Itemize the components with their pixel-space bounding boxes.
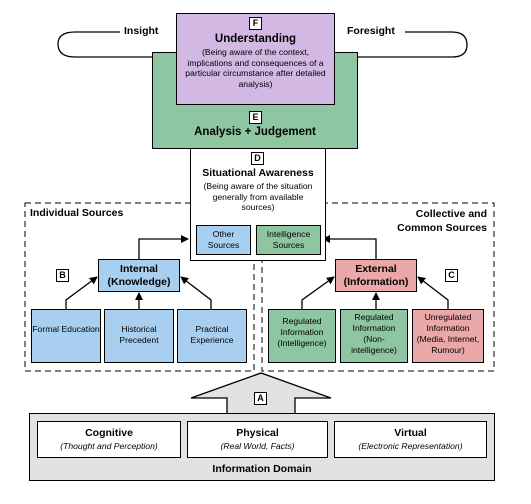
collective-sources-title: Collective and Common Sources xyxy=(397,208,487,234)
historical-precedent-label: Historical Precedent xyxy=(119,324,159,345)
regulated-nonintelligence-box: Regulated Information (Non-intelligence) xyxy=(340,309,408,363)
physical-title: Physical xyxy=(236,427,279,439)
virtual-box: Virtual (Electronic Representation) xyxy=(334,421,487,458)
situational-title: Situational Awareness xyxy=(202,167,314,179)
badge-c: C xyxy=(445,269,458,282)
information-domain-title: Information Domain xyxy=(212,463,312,475)
intelligence-sources-label: Intelligence Sources xyxy=(266,229,311,250)
cognitive-box: Cognitive (Thought and Perception) xyxy=(37,421,181,458)
other-sources-label: Other Sources xyxy=(207,229,240,250)
internal-knowledge-box: Internal (Knowledge) xyxy=(98,259,180,292)
regulated-intelligence-box: Regulated Information (Intelligence) xyxy=(268,309,336,363)
physical-subtitle: (Real World, Facts) xyxy=(220,441,295,451)
cognitive-title: Cognitive xyxy=(85,427,133,439)
collective-sources-frame xyxy=(261,202,495,372)
intelligence-sources-box: Intelligence Sources xyxy=(256,225,321,255)
physical-box: Physical (Real World, Facts) xyxy=(187,421,328,458)
situational-description: (Being aware of the situation generally … xyxy=(203,181,313,212)
formal-to-internal-arrow xyxy=(65,276,98,309)
badge-e: E xyxy=(249,111,262,124)
external-to-intelligence-arrow xyxy=(322,235,377,259)
foresight-loop-arrow xyxy=(350,31,468,61)
unregulated-information-box: Unregulated Information (Media, Internet… xyxy=(412,309,484,363)
regulated-intelligence-label: Regulated Information (Intelligence) xyxy=(277,316,327,348)
formal-education-box: Formal Education xyxy=(31,309,101,363)
badge-f: F xyxy=(249,17,262,30)
virtual-subtitle: (Electronic Representation) xyxy=(358,441,463,451)
practical-experience-label: Practical Experience xyxy=(190,324,234,345)
insight-label: Insight xyxy=(124,25,159,37)
individual-sources-frame xyxy=(24,202,255,372)
unregulated-to-external-arrow xyxy=(417,276,449,309)
insight-loop-arrow xyxy=(57,31,169,61)
unregulated-information-label: Unregulated Information (Media, Internet… xyxy=(416,312,480,355)
understanding-title: Understanding xyxy=(214,33,297,45)
badge-b: B xyxy=(56,269,69,282)
foresight-label: Foresight xyxy=(347,25,395,37)
cognitive-subtitle: (Thought and Perception) xyxy=(60,441,158,451)
other-sources-box: Other Sources xyxy=(196,225,251,255)
practical-experience-box: Practical Experience xyxy=(177,309,247,363)
internal-to-other-arrow xyxy=(138,235,189,259)
external-title: External (Information) xyxy=(343,263,409,288)
practical-to-internal-arrow xyxy=(180,276,212,309)
badge-d: D xyxy=(251,152,264,165)
regulated-intel-to-external-arrow xyxy=(301,276,335,309)
individual-sources-title: Individual Sources xyxy=(30,207,124,219)
historical-precedent-box: Historical Precedent xyxy=(104,309,174,363)
badge-a: A xyxy=(254,392,267,405)
understanding-description: (Being aware of the context, implication… xyxy=(185,47,326,89)
virtual-title: Virtual xyxy=(394,427,427,439)
regulated-nonintelligence-label: Regulated Information (Non-intelligence) xyxy=(351,312,397,355)
analysis-title: Analysis + Judgement xyxy=(194,126,316,138)
internal-title: Internal (Knowledge) xyxy=(107,263,171,288)
formal-education-label: Formal Education xyxy=(32,324,100,334)
external-information-box: External (Information) xyxy=(335,259,417,292)
